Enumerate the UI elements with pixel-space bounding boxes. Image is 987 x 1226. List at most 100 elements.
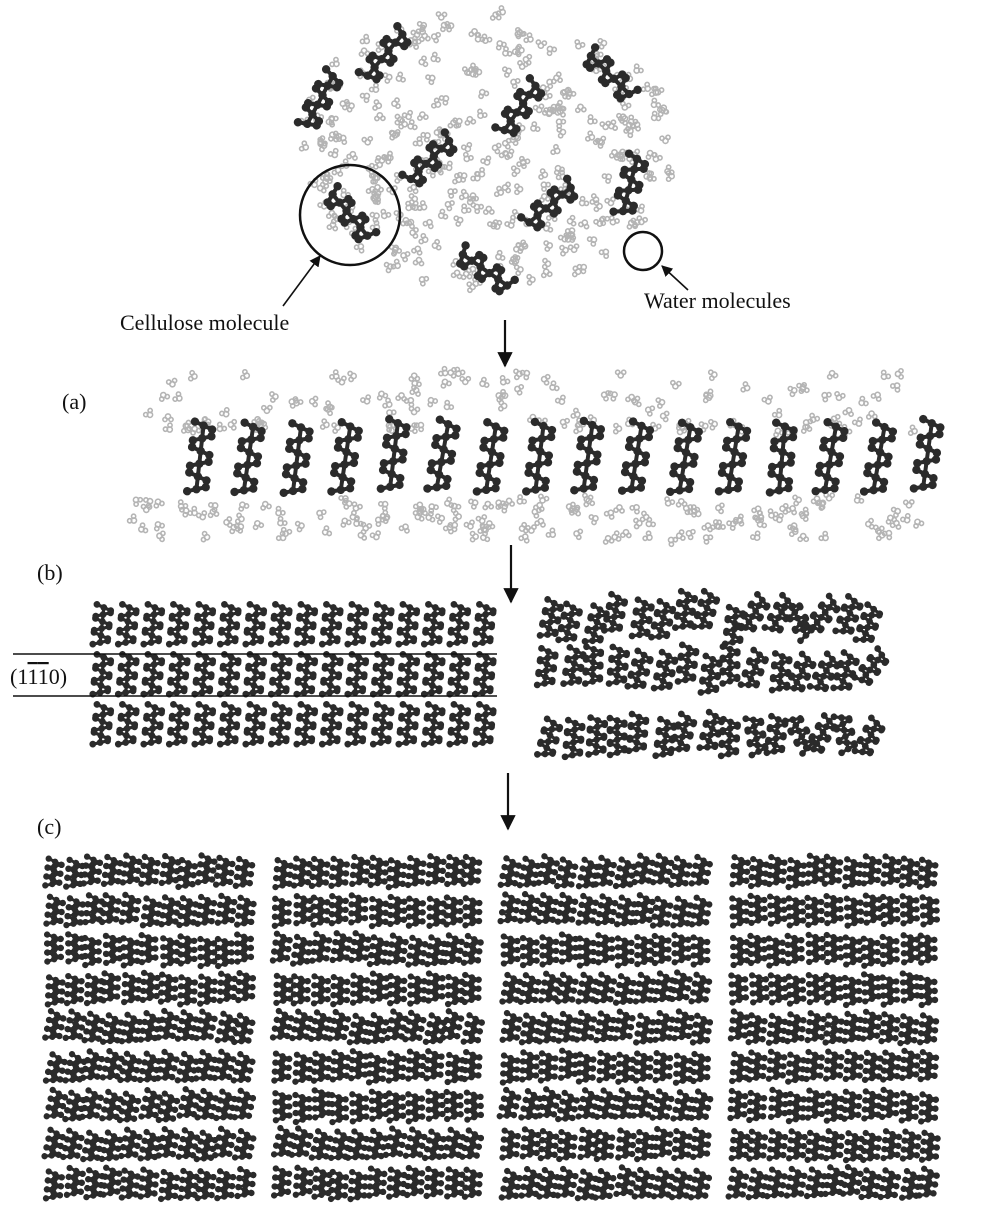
water-molecule <box>543 259 551 269</box>
bulk-crystal-chain <box>803 1049 825 1084</box>
bulk-crystal-chain <box>423 1166 445 1200</box>
bulk-crystal-chain <box>900 932 920 966</box>
water-molecule <box>611 531 621 543</box>
water-molecule <box>360 394 373 406</box>
bulk-crystal-chain <box>350 972 370 1006</box>
water-molecule <box>315 507 327 520</box>
bulk-crystal-chain <box>900 970 921 1004</box>
crystalline-cellulose-chain <box>344 701 370 750</box>
crystalline-cellulose-chain <box>115 601 141 650</box>
water-molecule <box>509 76 521 89</box>
bulk-crystal-chain <box>688 971 714 1007</box>
bulk-crystal-chain <box>842 1049 864 1084</box>
water-molecule <box>439 378 451 389</box>
crystalline-cellulose-chain <box>242 701 268 750</box>
bulk-crystal-chain <box>160 935 180 968</box>
water-molecule <box>399 522 411 533</box>
bulk-crystal-chain <box>43 893 67 929</box>
bulk-crystal-chain <box>292 1092 312 1126</box>
water-molecule <box>644 149 656 160</box>
water-molecule <box>904 500 915 508</box>
water-molecule <box>541 374 551 385</box>
bulk-crystal-chain <box>768 1087 790 1121</box>
bulk-crystal-chain <box>138 853 162 889</box>
bulk-crystal-chain <box>786 1091 808 1125</box>
bulk-crystal-chain <box>234 931 254 964</box>
water-molecule <box>625 393 637 403</box>
water-molecule <box>436 209 448 222</box>
crystalline-cellulose-chain <box>446 601 472 650</box>
bulk-crystal-chain <box>330 974 350 1008</box>
bulk-crystal-chain <box>100 1164 123 1199</box>
bulk-crystal-chain <box>311 973 331 1007</box>
water-molecule <box>498 375 511 387</box>
crystalline-cellulose-chain <box>395 651 421 700</box>
bulk-crystal-chain <box>633 1012 658 1048</box>
water-molecule <box>740 381 751 393</box>
water-molecule <box>360 34 372 47</box>
water-molecule <box>360 90 373 103</box>
bulk-crystal-chain <box>898 1090 920 1124</box>
water-molecule <box>504 218 517 229</box>
bulk-crystal-chain <box>63 895 87 931</box>
bulk-crystal-chain <box>444 1089 464 1123</box>
water-molecule <box>373 100 383 112</box>
crystalline-cellulose-chain <box>370 701 396 750</box>
crystalline-cellulose-chain <box>421 651 447 700</box>
bulk-crystal-chain <box>425 970 445 1004</box>
bulk-crystal-chain <box>367 854 389 889</box>
water-molecule <box>890 380 903 392</box>
bulk-crystal-chain <box>137 1166 160 1201</box>
water-molecule <box>237 500 250 512</box>
water-pointer-arrow <box>662 266 688 290</box>
bulk-crystal-chain <box>501 933 521 966</box>
aligned-cellulose-chain <box>423 415 463 497</box>
crystalline-cellulose-chain <box>319 701 345 750</box>
water-molecule <box>702 522 714 532</box>
water-molecule <box>528 121 540 134</box>
bulk-crystal-chain <box>292 1164 314 1198</box>
bulk-crystal-chain <box>897 1013 920 1048</box>
panel-label-a: (a) <box>62 389 86 414</box>
bulk-crystal-chain <box>786 895 807 929</box>
bulk-crystal-chain <box>634 934 654 967</box>
bulk-crystal-chain <box>232 856 256 892</box>
bulk-crystal-chain <box>197 973 218 1007</box>
bulk-crystal-chain <box>42 855 66 891</box>
disordered-cellulose-chain <box>667 710 699 758</box>
crystalline-cellulose-chain <box>268 651 294 700</box>
water-molecule <box>348 371 357 382</box>
water-molecule <box>436 12 447 20</box>
cellulose-pointer-arrow <box>283 256 320 306</box>
water-molecule <box>370 530 382 541</box>
bulk-crystal-chain <box>366 1052 388 1086</box>
bulk-crystal-chain <box>231 1127 258 1164</box>
bulk-crystal-chain <box>786 973 807 1007</box>
bulk-crystal-chain <box>633 1050 654 1084</box>
bulk-crystal-chain <box>671 932 691 965</box>
bulk-crystal-chain <box>234 1166 257 1201</box>
water-molecule <box>127 513 140 526</box>
water-molecule <box>411 245 423 256</box>
water-molecule <box>511 166 520 177</box>
bulk-crystal-chain <box>688 894 713 930</box>
bulk-crystal-chain <box>919 1129 942 1164</box>
water-molecule <box>644 404 655 416</box>
water-molecule <box>544 44 557 56</box>
bulk-crystal-chain <box>405 1048 427 1082</box>
bulk-crystal-chain <box>877 1167 902 1203</box>
crystalline-cellulose-chain <box>395 701 421 750</box>
bulk-crystal-chain <box>576 1051 597 1085</box>
aligned-cellulose-chain <box>472 417 510 498</box>
disordered-cellulose-chain <box>533 645 559 691</box>
crystalline-cellulose-chain <box>217 601 243 650</box>
crystalline-cellulose-chain <box>293 601 319 650</box>
water-molecule <box>158 391 170 402</box>
bulk-crystal-chain <box>749 972 770 1006</box>
bulk-crystal-chain <box>348 892 368 926</box>
crystalline-cellulose-chain <box>217 651 243 700</box>
bulk-crystal-chain <box>82 935 102 968</box>
bulk-crystal-chain <box>44 931 64 964</box>
bulk-crystal-chain <box>880 853 902 888</box>
bulk-crystal-chain <box>556 1129 578 1164</box>
